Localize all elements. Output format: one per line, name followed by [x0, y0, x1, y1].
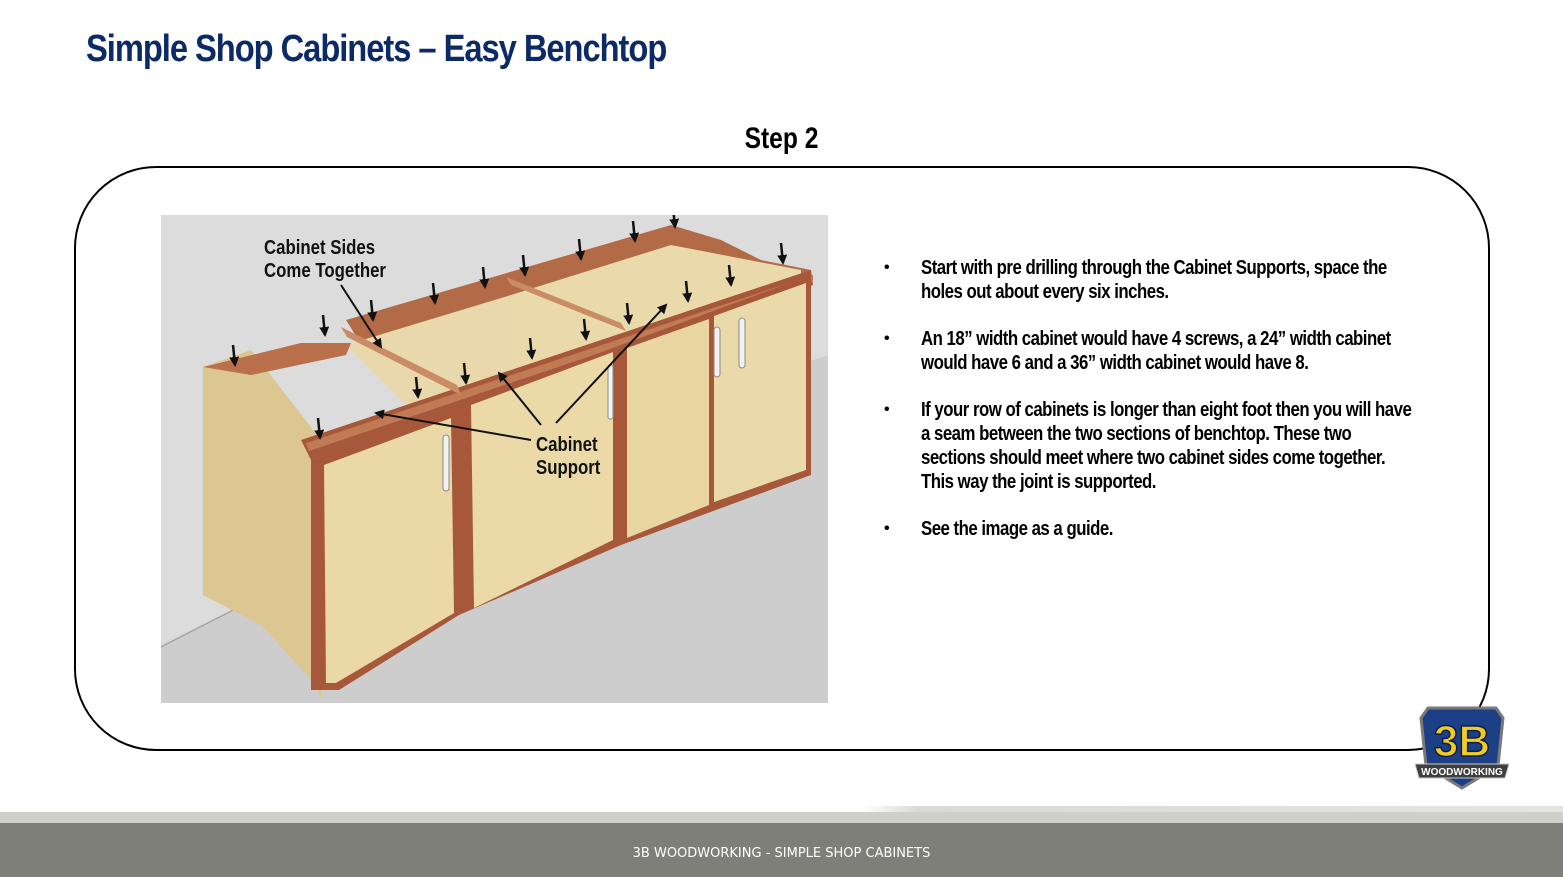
label-cabinet-support-line2: Support — [536, 457, 601, 479]
cabinet-drawing — [161, 215, 828, 703]
label-cabinet-sides: Cabinet Sides Come Together — [264, 237, 386, 283]
logo-mark: 3B — [1434, 717, 1490, 766]
footer-bar — [0, 823, 1563, 877]
logo-banner: WOODWORKING — [1421, 767, 1503, 778]
label-cabinet-sides-line2: Come Together — [264, 260, 386, 282]
bullet-icon: • — [884, 330, 890, 347]
list-item: • See the image as a guide. — [880, 517, 1420, 541]
instruction-list: • Start with pre drilling through the Cab… — [880, 256, 1420, 564]
bullet-text: An 18” width cabinet would have 4 screws… — [921, 328, 1391, 374]
step-heading: Step 2 — [744, 122, 819, 155]
brand-logo: 3B WOODWORKING — [1413, 704, 1511, 792]
label-cabinet-support-line1: Cabinet — [536, 434, 598, 456]
bullet-icon: • — [884, 259, 890, 276]
bullet-icon: • — [884, 401, 890, 418]
footer-accent — [862, 806, 1563, 814]
logo-icon: 3B WOODWORKING — [1414, 706, 1510, 790]
bullet-text: See the image as a guide. — [921, 518, 1113, 540]
list-item: • Start with pre drilling through the Cab… — [880, 256, 1420, 304]
list-item: • If your row of cabinets is longer than … — [880, 398, 1420, 494]
list-item: • An 18” width cabinet would have 4 screw… — [880, 327, 1420, 375]
label-cabinet-sides-line1: Cabinet Sides — [264, 237, 376, 259]
footer-band — [0, 812, 1563, 823]
bullet-icon: • — [884, 520, 890, 537]
footer-text: 3B WOODWORKING - SIMPLE SHOP CABINETS — [632, 846, 931, 861]
slide-title: Simple Shop Cabinets – Easy Benchtop — [86, 28, 667, 70]
label-cabinet-support: Cabinet Support — [536, 434, 600, 480]
cabinet-illustration: Cabinet Sides Come Together Cabinet Supp… — [161, 215, 828, 703]
bullet-text: If your row of cabinets is longer than e… — [921, 399, 1412, 493]
bullet-text: Start with pre drilling through the Cabi… — [921, 257, 1387, 303]
